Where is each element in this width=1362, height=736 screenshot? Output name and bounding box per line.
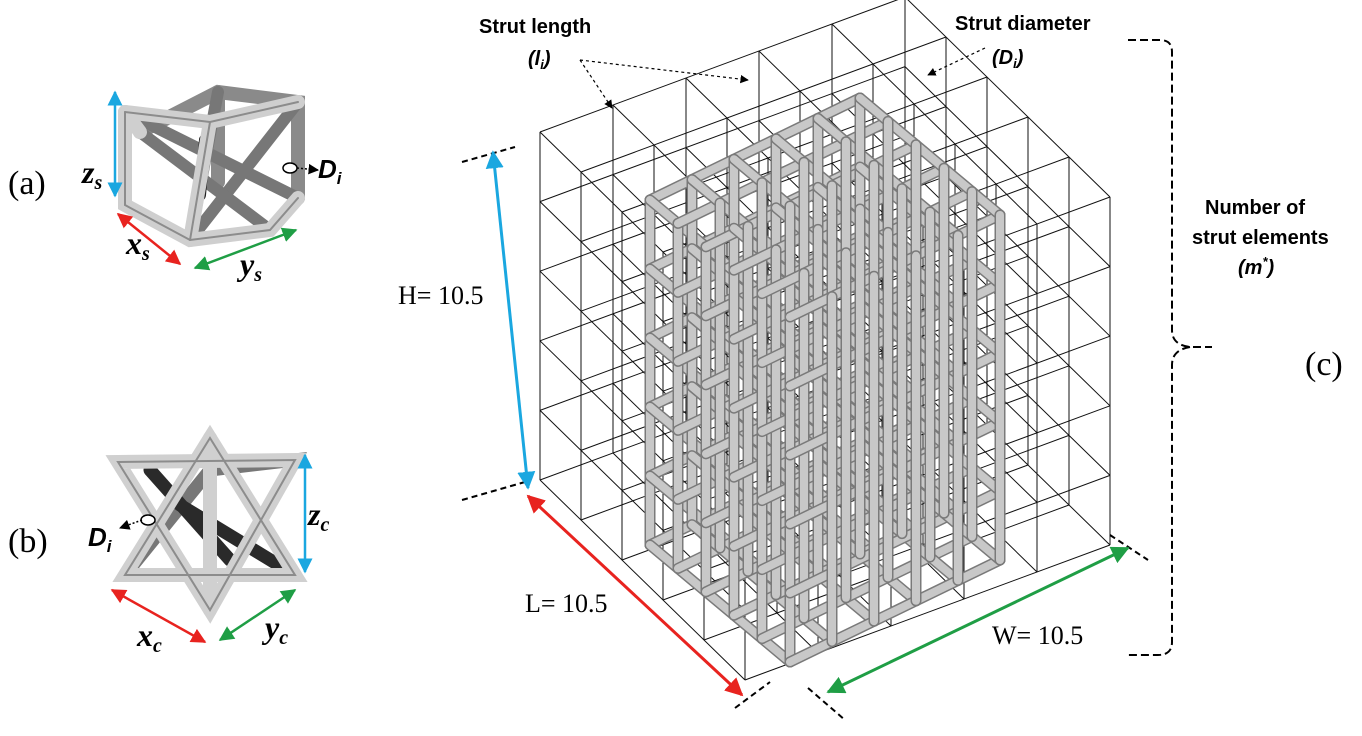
wire-strut (904, 66, 1111, 267)
y-dimension-arrow (193, 227, 298, 271)
wire-strut (539, 66, 906, 203)
z-c-label: zc (307, 496, 329, 536)
solid-strut-lattice (644, 92, 1006, 668)
solid-strut (674, 117, 892, 228)
z-s-label: zs (81, 154, 102, 194)
diameter-pointer-b (119, 519, 143, 530)
panel-a: (a) (8, 84, 343, 286)
x-dimension-arrow (116, 213, 182, 265)
width-label: W= 10.5 (992, 621, 1083, 650)
y-c-label: yc (261, 609, 288, 649)
x-s-label: xs (125, 225, 150, 265)
panel-b: (b) zc xc y (8, 424, 329, 657)
width-arrow (826, 546, 1130, 694)
elements-symbol: (m*) (1238, 254, 1275, 279)
panel-b-label: (b) (8, 523, 48, 560)
octet-unit-cell-icon (105, 424, 308, 624)
wire-strut (907, 0, 1111, 198)
wire-strut (831, 23, 1038, 225)
panel-a-label: (a) (8, 165, 46, 202)
strut-length-symbol: (li) (528, 48, 551, 72)
d-i-label-b: Di (88, 522, 113, 556)
y-dimension-arrow-b (218, 588, 297, 642)
elements-line-1: Number of (1205, 197, 1305, 219)
height-label: H= 10.5 (398, 281, 483, 310)
elements-brace (1128, 39, 1212, 656)
height-arrow (485, 150, 536, 490)
strut-diameter-title: Strut diameter (955, 13, 1091, 35)
length-label: L= 10.5 (525, 589, 608, 618)
solid-strut (730, 164, 948, 275)
cubic-unit-cell-icon (118, 84, 305, 248)
solid-strut (646, 94, 864, 204)
diameter-pointer (296, 163, 320, 175)
strut-diameter-pointer (927, 47, 986, 76)
length-arrow (526, 494, 744, 697)
panel-c: H= 10.5 L= 10.5 W= 10.5 Strut length (li… (398, 0, 1343, 721)
d-i-label-a: Di (318, 154, 343, 188)
strut-length-pointer-1 (579, 59, 749, 84)
strut-diameter-symbol: (Di) (992, 47, 1024, 71)
h-tick-bottom (461, 481, 526, 501)
elements-line-2: strut elements (1192, 227, 1329, 249)
panel-c-label: (c) (1305, 346, 1343, 383)
w-tick-bottom (807, 687, 846, 721)
solid-strut (758, 463, 976, 574)
x-dimension-arrow-b (110, 588, 207, 644)
w-tick-top (1109, 534, 1149, 561)
h-tick-top (461, 146, 516, 163)
wire-strut (539, 0, 899, 133)
l-tick (734, 681, 771, 709)
y-s-label: ys (236, 246, 262, 286)
strut-length-title: Strut length (479, 16, 591, 38)
solid-strut (786, 487, 1004, 597)
wire-strut (580, 36, 947, 173)
x-c-label: xc (136, 617, 162, 657)
strut-length-pointer-2 (579, 59, 613, 109)
